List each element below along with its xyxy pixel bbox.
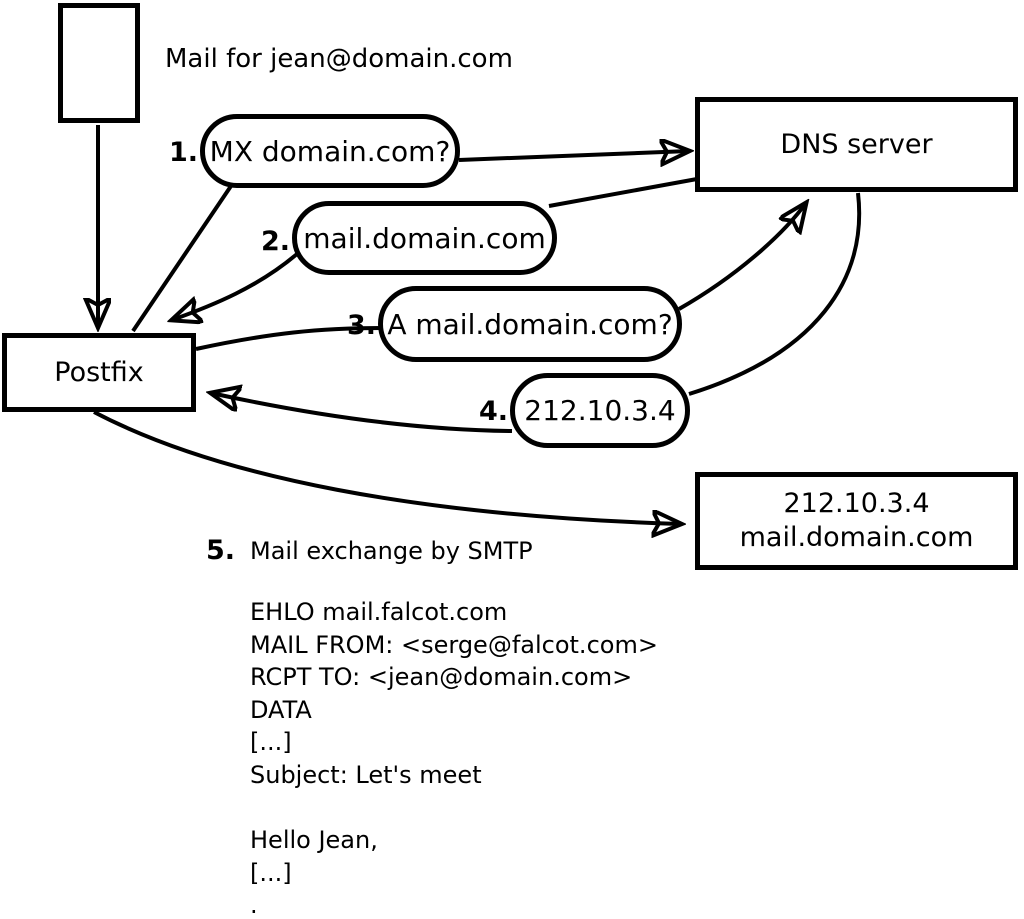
postfix-node: Postfix [2,333,196,412]
postfix-label: Postfix [54,357,144,388]
line-postfix-to-mx-query [131,184,233,333]
mailserver-hostname: mail.domain.com [739,522,974,553]
step3-label: A mail.domain.com? [387,307,673,341]
step5-label: Mail exchange by SMTP [250,537,533,565]
arrow-a-query-to-dns [678,203,806,311]
smtp-line: MAIL FROM: <serge@falcot.com> [250,630,658,659]
smtp-line: . [250,891,258,919]
smtp-line: Hello Jean, [250,826,378,855]
mail-note: Mail for jean@domain.com [165,44,513,74]
arrow-mx-answer-to-postfix [172,252,299,320]
smtp-line: [...] [250,728,292,757]
message-node [58,3,140,123]
smtp-line: DATA [250,695,312,724]
step2-mx-answer-pill: mail.domain.com [292,201,557,275]
arrow-a-answer-to-postfix [211,393,513,433]
smtp-line [250,792,658,825]
line-dns-to-mx-answer [548,177,698,208]
step3-a-query-pill: A mail.domain.com? [378,286,682,362]
smtp-line: [...] [250,858,292,887]
arrow-postfix-to-mailserver [93,410,681,524]
line-dns-to-a-answer [688,192,862,396]
line-postfix-to-a-query [195,326,383,351]
step3-number: 3. [346,310,376,341]
step4-number: 4. [478,396,508,427]
step4-a-answer-pill: 212.10.3.4 [510,373,690,448]
step4-label: 212.10.3.4 [524,394,676,427]
step2-label: mail.domain.com [303,221,546,255]
smtp-line: EHLO mail.falcot.com [250,598,508,626]
smtp-session-block: EHLO mail.falcot.com MAIL FROM: <serge@f… [250,596,658,919]
step2-number: 2. [260,226,290,257]
step1-label: MX domain.com? [209,134,451,168]
arrow-mx-query-to-dns [458,151,689,160]
step1-number: 1. [168,137,198,168]
mailserver-ip: 212.10.3.4 [783,488,930,519]
step1-mx-query-pill: MX domain.com? [200,114,460,188]
step5-number: 5. [205,535,235,566]
smtp-line: Subject: Let's meet [250,760,482,789]
dns-server-label: DNS server [780,129,933,160]
dns-server-node: DNS server [695,97,1018,192]
mailserver-node: 212.10.3.4 mail.domain.com [695,472,1018,570]
smtp-line: RCPT TO: <jean@domain.com> [250,663,633,692]
